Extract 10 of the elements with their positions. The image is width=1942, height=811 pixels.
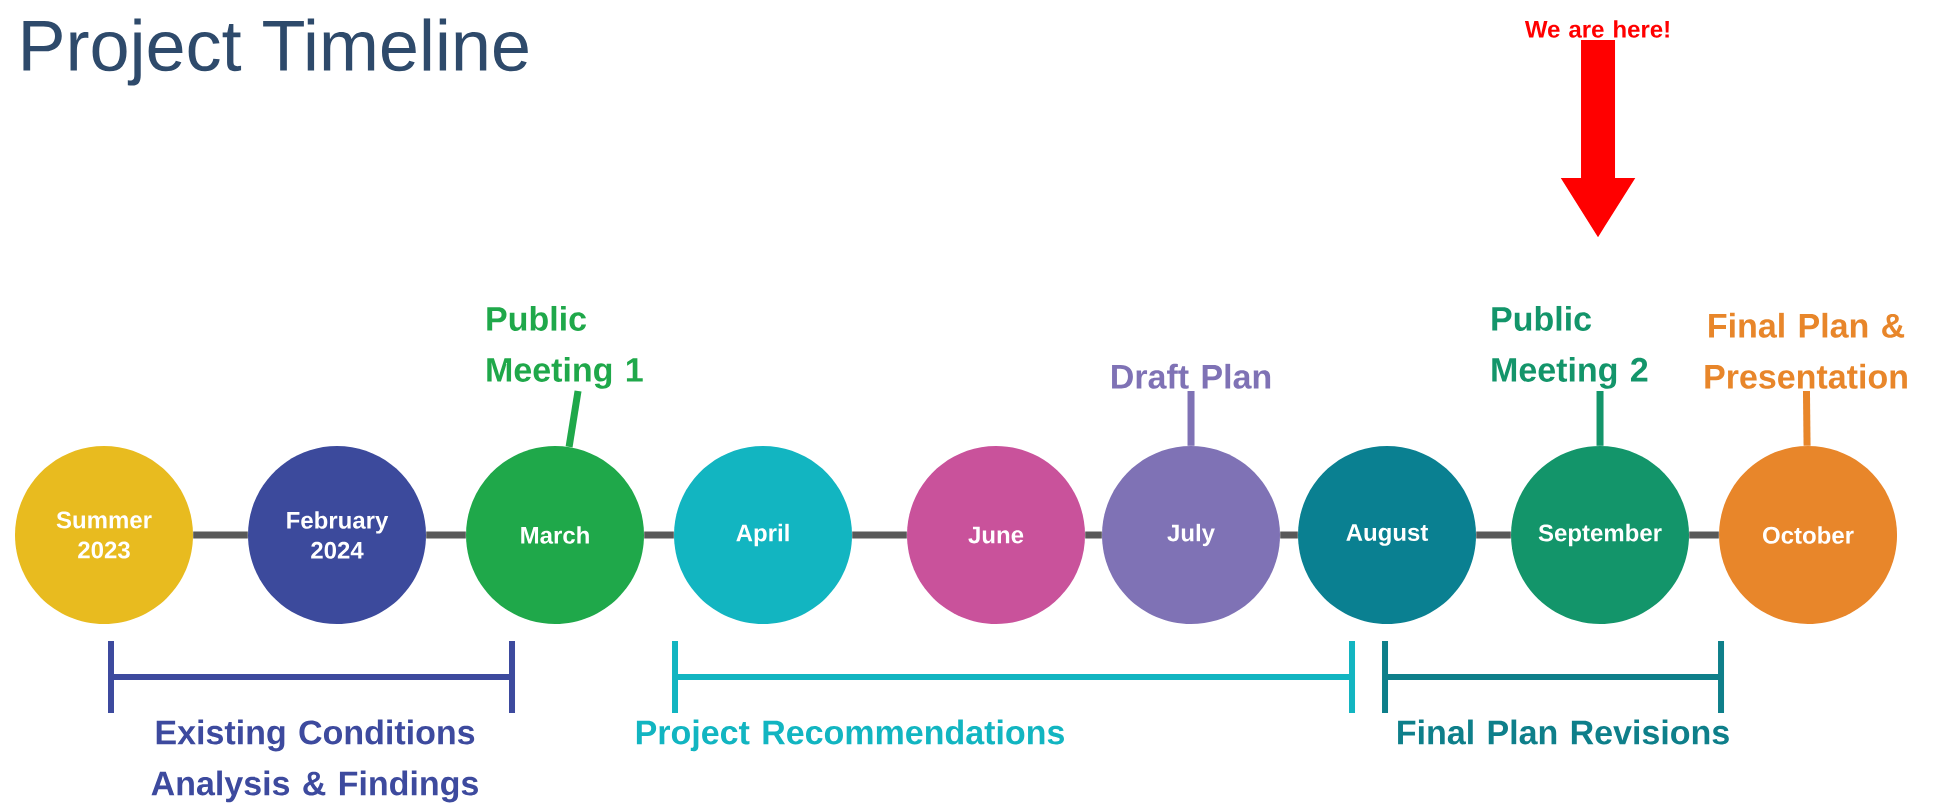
pointer-label: We are here! [1524, 20, 1669, 38]
milestone-label: Final Plan & Presentation [1705, 312, 1907, 389]
phase-label: Project Recommendations [636, 719, 1064, 752]
title: Project Timeline [23, 18, 528, 86]
phase-label: Existing Conditions Analysis & Findings [151, 719, 478, 803]
milestone-label: Public Meeting 2 [1492, 305, 1648, 389]
milestone-label: Public Meeting 1 [487, 305, 643, 389]
milestone-label: Draft Plan [1112, 363, 1271, 389]
leader-line [565, 390, 582, 448]
phase-label: Final Plan Revisions [1398, 719, 1729, 745]
